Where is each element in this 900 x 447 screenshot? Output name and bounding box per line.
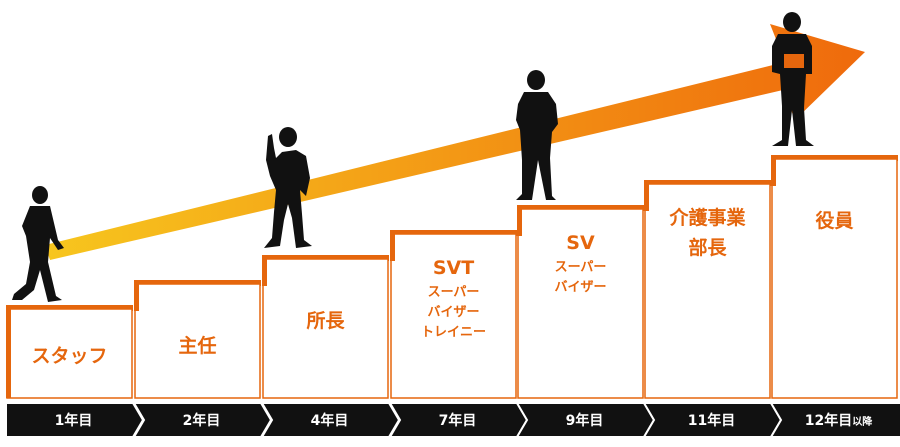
step-box (771, 158, 898, 399)
step-title: SVT (433, 257, 474, 279)
step-top-bar (771, 155, 898, 161)
year-timeline: 1年目 2年目 4年目 7年目 9年目 11年目 12年目以降 (5, 402, 900, 438)
career-step-1: スタッフ (6, 305, 133, 399)
career-steps: スタッフ主任所長SVTスーパーバイザートレイニーSVスーパーバイザー介護事業部長… (6, 155, 898, 399)
year-label: 9年目 (566, 412, 604, 429)
step-box (6, 308, 133, 399)
arms-crossed-supervisor-figure (516, 70, 558, 200)
step-title: 介護事業 (668, 206, 746, 229)
step-top-bar (134, 280, 261, 286)
step-riser (390, 230, 395, 261)
step-top-bar (390, 230, 517, 236)
step-riser (134, 280, 139, 311)
step-subtitle: トレイニー (421, 325, 486, 340)
step-top-bar (6, 305, 133, 311)
step-title: 役員 (815, 209, 853, 232)
step-riser (644, 180, 649, 211)
year-label: 7年目 (439, 412, 477, 429)
step-riser (771, 155, 776, 186)
executive-with-folder-figure (772, 12, 814, 146)
year-label: 1年目 (55, 412, 93, 429)
step-top-bar (517, 205, 644, 211)
step-box (644, 183, 771, 399)
step-subtitle: スーパー (555, 260, 607, 275)
step-subtitle: バイザー (427, 305, 479, 320)
step-title: 所長 (306, 310, 345, 332)
step-top-bar (644, 180, 771, 186)
walking-staff-figure (12, 186, 64, 302)
year-label: 4年目 (311, 412, 349, 429)
thumbs-up-chief-figure (264, 127, 312, 248)
step-title: SV (566, 232, 595, 254)
growth-arrow (45, 24, 865, 260)
step-box (517, 208, 644, 399)
career-step-7: 役員 (771, 155, 898, 399)
step-box (390, 233, 517, 399)
year-label: 2年目 (183, 412, 221, 429)
career-step-3: 所長 (262, 255, 389, 399)
step-title: 主任 (178, 334, 216, 357)
step-riser (6, 305, 11, 398)
step-box (134, 283, 261, 399)
step-riser (517, 205, 522, 236)
timeline-segment (769, 402, 900, 438)
step-title: スタッフ (31, 345, 107, 367)
step-riser (262, 255, 267, 286)
step-box (262, 258, 389, 399)
step-subtitle: バイザー (554, 280, 606, 295)
step-top-bar (262, 255, 389, 261)
career-step-2: 主任 (134, 280, 261, 399)
year-label: 11年目 (688, 412, 735, 429)
step-subtitle: スーパー (428, 285, 480, 300)
silhouette-figures (12, 12, 814, 302)
step-title: 部長 (688, 236, 727, 259)
year-label: 12年目以降 (805, 412, 873, 429)
